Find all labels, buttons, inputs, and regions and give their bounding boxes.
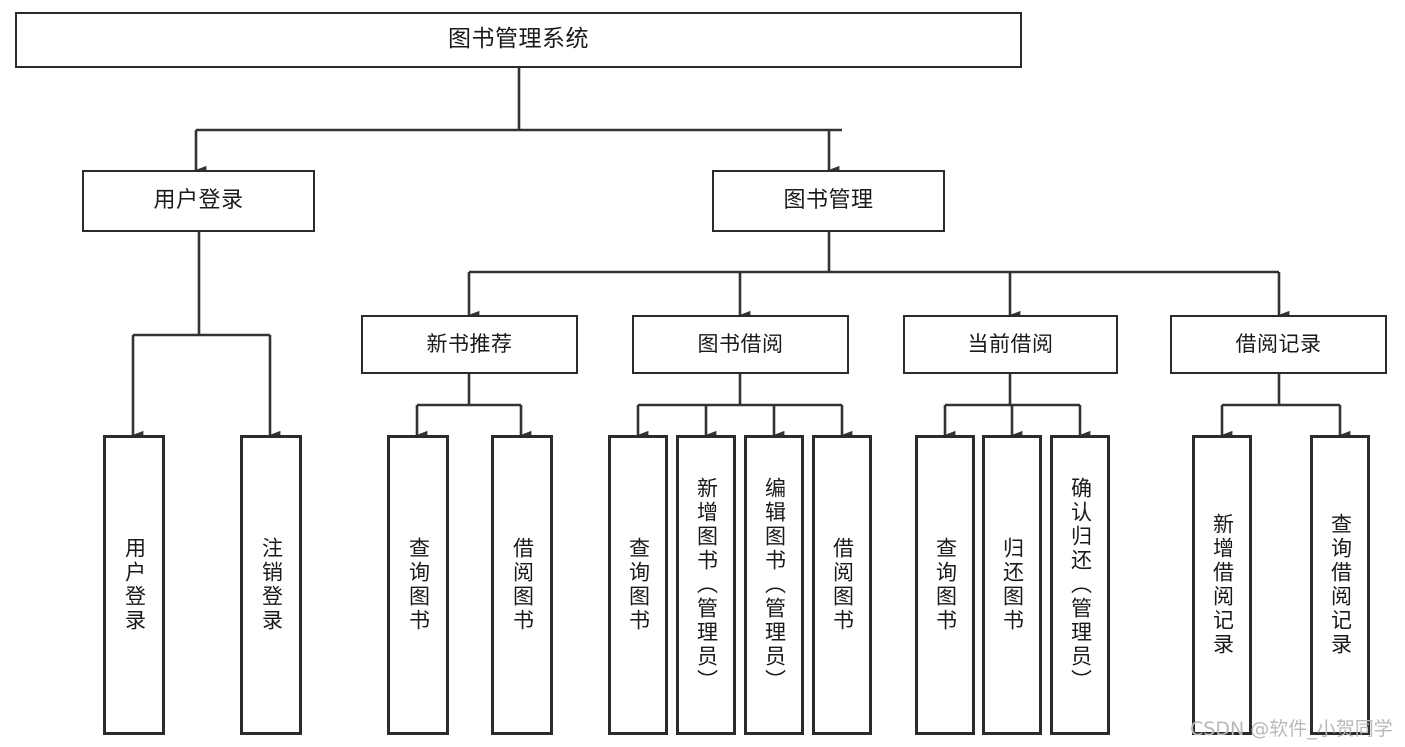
- connectors-current-borrow-to-leaves: [943, 374, 1091, 440]
- node-user-login[interactable]: 用户登录: [82, 170, 315, 232]
- leaf-add-borrow-record-label: 新增借阅记录: [1210, 513, 1235, 657]
- node-book-management-label: 图书管理: [783, 187, 874, 213]
- leaf-add-borrow-record[interactable]: 新增借阅记录: [1192, 435, 1252, 735]
- leaf-query-book-borrow-label: 查询图书: [626, 537, 651, 633]
- leaf-edit-book-admin-label: 编辑图书（管理员）: [762, 477, 787, 693]
- node-root-book-management-system[interactable]: 图书管理系统: [15, 12, 1022, 68]
- node-new-book-recommend[interactable]: 新书推荐: [361, 315, 578, 374]
- leaf-query-book-new-recommend[interactable]: 查询图书: [387, 435, 449, 735]
- node-book-borrow-label: 图书借阅: [697, 331, 784, 356]
- leaf-return-book[interactable]: 归还图书: [982, 435, 1042, 735]
- leaf-query-book-current-label: 查询图书: [933, 537, 958, 633]
- leaf-query-book-borrow[interactable]: 查询图书: [608, 435, 668, 735]
- leaf-borrow-book-new-recommend[interactable]: 借阅图书: [491, 435, 553, 735]
- leaf-query-borrow-record-label: 查询借阅记录: [1328, 513, 1353, 657]
- node-current-borrow[interactable]: 当前借阅: [903, 315, 1118, 374]
- node-borrow-record-label: 借阅记录: [1235, 331, 1322, 356]
- leaf-user-login[interactable]: 用户登录: [103, 435, 165, 735]
- leaf-query-book-new-recommend-label: 查询图书: [406, 537, 431, 633]
- leaf-borrow-book-borrow-label: 借阅图书: [830, 537, 855, 633]
- leaf-borrow-book-new-recommend-label: 借阅图书: [510, 537, 535, 633]
- node-book-management[interactable]: 图书管理: [712, 170, 945, 232]
- leaf-query-book-current[interactable]: 查询图书: [915, 435, 975, 735]
- connectors-book-borrow-to-leaves: [636, 374, 853, 440]
- node-root-label: 图书管理系统: [448, 26, 589, 53]
- node-user-login-label: 用户登录: [153, 187, 244, 213]
- node-new-book-recommend-label: 新书推荐: [426, 331, 513, 356]
- node-current-borrow-label: 当前借阅: [967, 331, 1054, 356]
- node-book-borrow[interactable]: 图书借阅: [632, 315, 849, 374]
- node-borrow-record[interactable]: 借阅记录: [1170, 315, 1387, 374]
- leaf-user-login-label: 用户登录: [122, 537, 147, 633]
- connectors-new-book-to-leaves: [415, 374, 532, 440]
- leaf-confirm-return-admin[interactable]: 确认归还（管理员）: [1050, 435, 1110, 735]
- leaf-confirm-return-admin-label: 确认归还（管理员）: [1068, 477, 1093, 693]
- leaf-borrow-book-borrow[interactable]: 借阅图书: [812, 435, 872, 735]
- connectors-root-to-level2: [194, 68, 842, 175]
- connectors-user-login-to-leaves: [131, 232, 281, 440]
- leaf-return-book-label: 归还图书: [1000, 537, 1025, 633]
- leaf-logout-login[interactable]: 注销登录: [240, 435, 302, 735]
- connectors-book-manage-to-level3: [467, 232, 1290, 320]
- leaf-query-borrow-record[interactable]: 查询借阅记录: [1310, 435, 1370, 735]
- leaf-logout-login-label: 注销登录: [259, 537, 284, 633]
- leaf-edit-book-admin[interactable]: 编辑图书（管理员）: [744, 435, 804, 735]
- leaf-add-book-admin[interactable]: 新增图书（管理员）: [676, 435, 736, 735]
- leaf-add-book-admin-label: 新增图书（管理员）: [694, 477, 719, 693]
- connectors-borrow-record-to-leaves: [1220, 374, 1351, 440]
